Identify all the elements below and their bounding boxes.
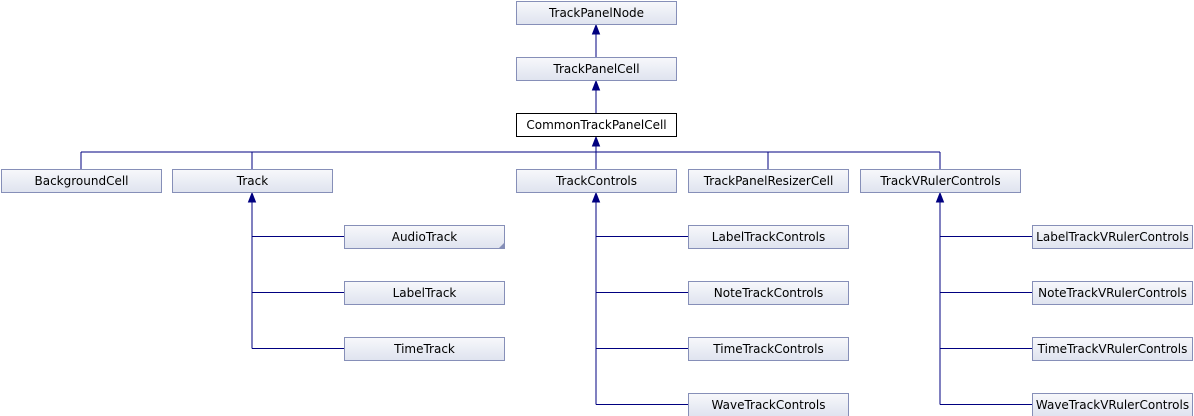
class-node-common-track-panel-cell[interactable]: CommonTrackPanelCell [516, 113, 677, 137]
class-box [516, 113, 677, 137]
class-node-label-track-v-ruler-controls[interactable]: LabelTrackVRulerControls [1032, 225, 1193, 249]
arrow-track-controls [591, 191, 601, 203]
class-name-label: TrackPanelNode [548, 6, 644, 20]
arrow-track [247, 191, 257, 203]
class-name-label: TrackVRulerControls [879, 174, 1000, 188]
class-name-label: WaveTrackControls [712, 398, 826, 412]
class-box [688, 393, 849, 416]
class-node-note-track-controls[interactable]: NoteTrackControls [688, 281, 849, 305]
class-name-label: LabelTrack [393, 286, 457, 300]
class-box [1032, 393, 1193, 416]
class-name-label: TrackPanelResizerCell [703, 174, 834, 188]
class-box [688, 337, 849, 361]
class-box [1, 169, 162, 193]
class-node-wave-track-controls[interactable]: WaveTrackControls [688, 393, 849, 416]
class-node-wave-track-v-ruler-controls[interactable]: WaveTrackVRulerControls [1032, 393, 1193, 416]
class-name-label: Track [236, 174, 268, 188]
class-name-label: TimeTrackControls [712, 342, 823, 356]
class-box [1032, 225, 1193, 249]
class-node-time-track[interactable]: TimeTrack [344, 337, 505, 361]
class-node-time-track-v-ruler-controls[interactable]: TimeTrackVRulerControls [1032, 337, 1193, 361]
class-node-label-track-controls[interactable]: LabelTrackControls [688, 225, 849, 249]
class-box [172, 169, 333, 193]
class-node-track-controls[interactable]: TrackControls [516, 169, 677, 193]
class-node-audio-track[interactable]: AudioTrack [344, 225, 505, 249]
arrow-track-panel-node [591, 23, 601, 35]
class-box [688, 169, 849, 193]
arrow-track-panel-cell [591, 79, 601, 91]
class-node-label-track[interactable]: LabelTrack [344, 281, 505, 305]
class-name-label: NoteTrackVRulerControls [1038, 286, 1187, 300]
class-name-label: TrackControls [555, 174, 637, 188]
class-node-track-panel-node[interactable]: TrackPanelNode [516, 1, 677, 25]
class-node-track[interactable]: Track [172, 169, 333, 193]
class-box [688, 281, 849, 305]
class-node-background-cell[interactable]: BackgroundCell [1, 169, 162, 193]
class-name-label: BackgroundCell [34, 174, 128, 188]
class-box [516, 57, 677, 81]
class-name-label: TimeTrackVRulerControls [1037, 342, 1188, 356]
class-box [516, 1, 677, 25]
class-box [1032, 337, 1193, 361]
class-node-track-v-ruler-controls[interactable]: TrackVRulerControls [860, 169, 1021, 193]
class-box [860, 169, 1021, 193]
class-name-label: TimeTrack [393, 342, 455, 356]
class-node-time-track-controls[interactable]: TimeTrackControls [688, 337, 849, 361]
more-subclasses-marker [499, 243, 504, 248]
class-name-label: WaveTrackVRulerControls [1036, 398, 1189, 412]
arrow-common-track-panel-cell [591, 135, 601, 147]
class-name-label: AudioTrack [392, 230, 458, 244]
class-name-label: TrackPanelCell [552, 62, 639, 76]
class-node-track-panel-resizer-cell[interactable]: TrackPanelResizerCell [688, 169, 849, 193]
class-box [344, 225, 505, 249]
class-box [344, 281, 505, 305]
arrow-track-v-ruler-controls [935, 191, 945, 203]
class-name-label: LabelTrackVRulerControls [1036, 230, 1189, 244]
class-name-label: LabelTrackControls [712, 230, 825, 244]
edges-layer [80, 23, 1032, 405]
class-node-track-panel-cell[interactable]: TrackPanelCell [516, 57, 677, 81]
class-box [688, 225, 849, 249]
class-box [516, 169, 677, 193]
class-name-label: CommonTrackPanelCell [526, 118, 666, 132]
class-node-note-track-v-ruler-controls[interactable]: NoteTrackVRulerControls [1032, 281, 1193, 305]
class-box [1032, 281, 1193, 305]
class-name-label: NoteTrackControls [714, 286, 823, 300]
class-box [344, 337, 505, 361]
